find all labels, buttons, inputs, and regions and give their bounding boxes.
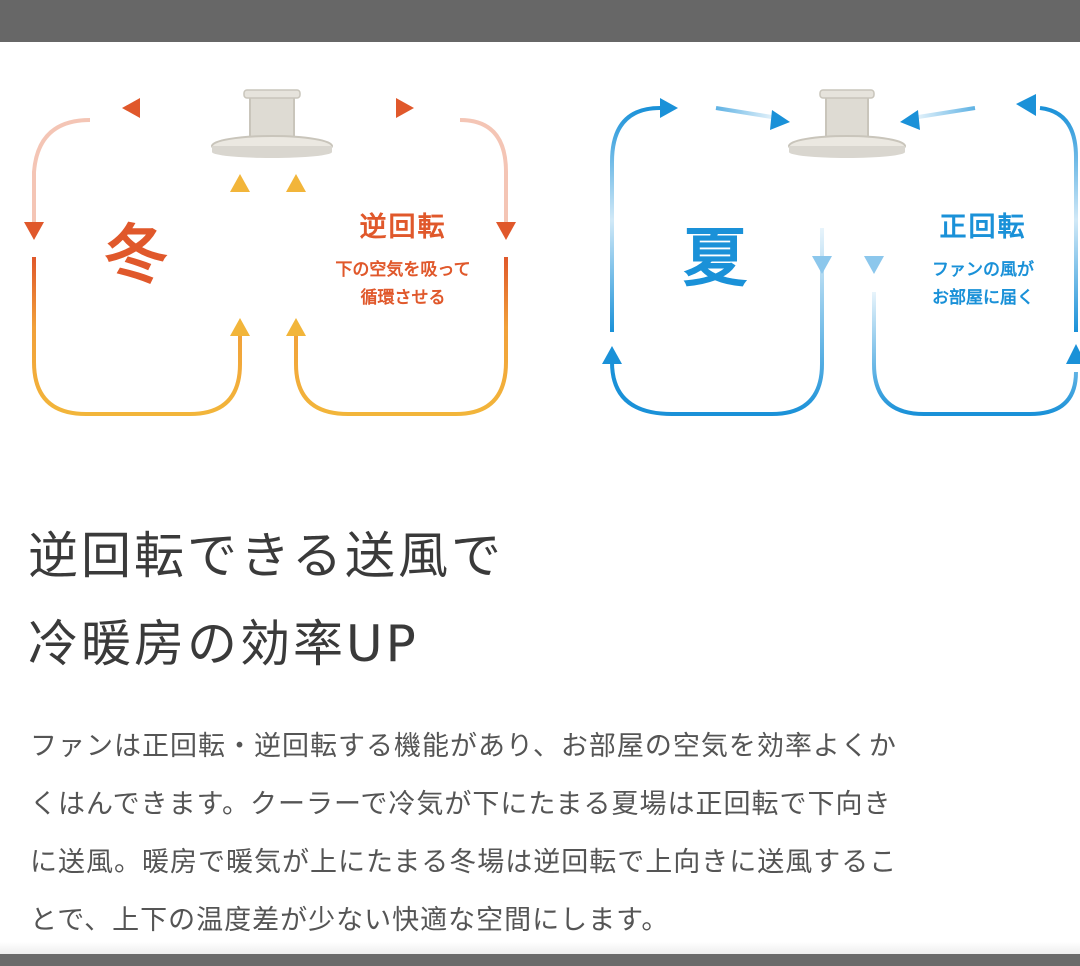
airflow-illustration [24,89,1080,416]
winter-desc-line: 循環させる [360,288,446,308]
summer-airflow [602,94,1080,416]
description-line: に送風。暖房で暖気が上にたまる冬場は逆回転で上向きに送風するこ [30,847,898,878]
winter-airflow [24,98,516,416]
headline-line: 逆回転できる送風で [28,527,504,585]
summer-mode-title: 正回転 [939,212,1027,243]
summer-desc-line: ファンの風が [932,260,1034,280]
bottom-system-bar [0,954,1080,966]
winter-season-label: 冬 [104,219,168,293]
summer-desc-line: お部屋に届く [932,288,1034,308]
top-status-bar [0,0,1080,42]
winter-desc-line: 下の空気を吸って [335,260,471,280]
winter-fan [211,89,333,158]
description-line: くはんできます。クーラーで冷気が下にたまる夏場は正回転で下向き [30,789,892,820]
headline-line: 冷暖房の効率UP [28,615,419,673]
page-headline: 逆回転できる送風で 冷暖房の効率UP [28,512,1068,688]
winter-mode-description: 下の空気を吸って 循環させる [308,256,498,312]
description-line: とで、上下の温度差が少ない快適な空間にします。 [30,905,670,936]
summer-fan [788,89,906,158]
summer-season-label: 夏 [683,222,747,296]
airflow-diagram: 冬 逆回転 下の空気を吸って 循環させる 夏 正回転 ファンの風が お部屋に届く [0,42,1080,452]
summer-mode-description: ファンの風が お部屋に届く [888,256,1078,312]
winter-mode-title: 逆回転 [359,212,447,243]
description-paragraph: ファンは正回転・逆回転する機能があり、お部屋の空気を効率よくか くはんできます。… [30,718,1075,950]
description-line: ファンは正回転・逆回転する機能があり、お部屋の空気を効率よくか [30,731,897,762]
